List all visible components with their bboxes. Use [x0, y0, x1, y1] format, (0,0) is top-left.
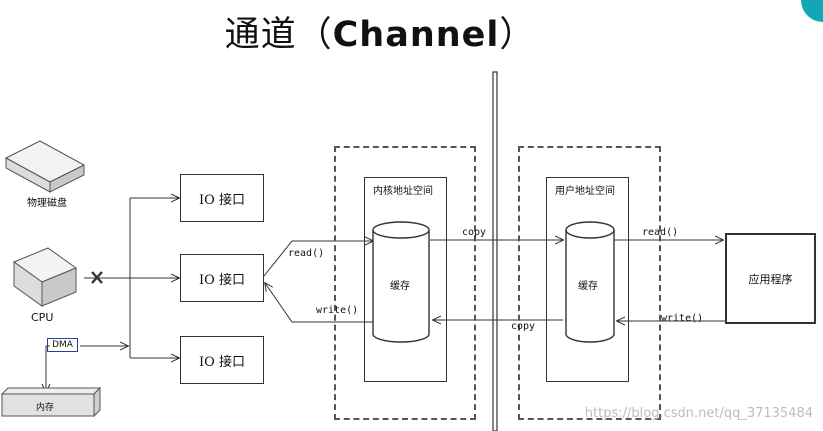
io-port-3: IO 接口	[180, 336, 264, 384]
kernel-space-label: 内核地址空间	[373, 186, 433, 197]
user-space-outer	[518, 146, 661, 420]
watermark: https://blog.csdn.net/qq_37135484	[584, 406, 813, 421]
kernel-space-inner	[364, 177, 447, 382]
read-right-label: read()	[642, 227, 679, 238]
write-right-label: write()	[661, 313, 704, 324]
kernel-cache-label: 缓存	[390, 281, 410, 292]
user-space-label: 用户地址空间	[555, 186, 615, 197]
user-cache-label: 缓存	[578, 281, 598, 292]
write-left-label: write()	[316, 305, 359, 316]
io-port-2: IO 接口	[180, 254, 264, 302]
divider-bar	[492, 71, 498, 431]
cpu-label: CPU	[31, 311, 54, 324]
disk-label: 物理磁盘	[27, 198, 67, 209]
copy-bottom-label: copy	[511, 321, 536, 332]
application-box: 应用程序	[725, 233, 816, 324]
kernel-cache-cylinder	[372, 221, 430, 343]
read-left-arrow	[263, 241, 373, 277]
read-left-label: read()	[288, 248, 325, 259]
memory-label: 内存	[36, 403, 55, 413]
write-left-arrow	[265, 283, 373, 323]
blocked-x-icon	[91, 271, 103, 284]
kernel-space-outer	[334, 146, 476, 420]
dma-box: DMA	[47, 338, 78, 352]
user-space-inner	[546, 177, 629, 382]
cpu-icon	[12, 247, 78, 307]
memory-icon	[0, 386, 102, 418]
disk-icon	[4, 140, 86, 193]
user-cache-cylinder	[565, 221, 615, 343]
dma-label: DMA	[52, 340, 73, 350]
page-title: 通道（Channel）	[224, 15, 536, 55]
copy-top-label: copy	[462, 227, 487, 238]
io-port-1: IO 接口	[180, 174, 264, 222]
